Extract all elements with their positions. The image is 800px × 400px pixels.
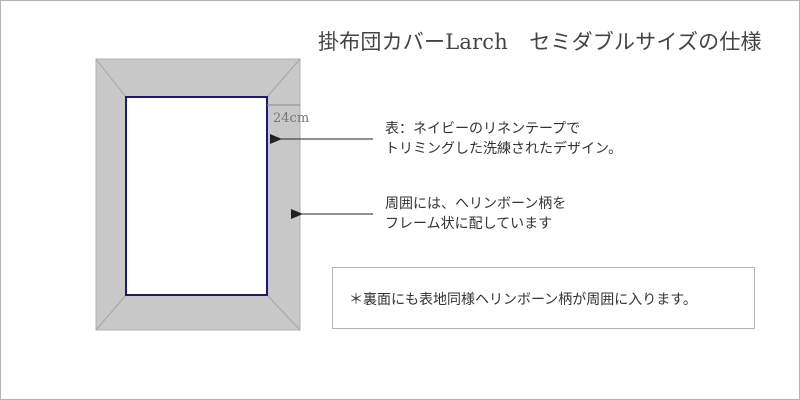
center-panel-note: 表：ネイビーのリネンテープで トリミングした洗練されたデザイン。 [385,119,622,159]
center-panel-note-line2: トリミングした洗練されたデザイン。 [385,141,623,157]
mitre-line-bottom-left [95,294,127,331]
border-width-label: 24cm [273,111,310,126]
border-note-line2: フレーム状に配しています [385,216,553,232]
mitre-line-top-right [266,58,301,98]
page-title: 掛布団カバーLarch セミダブルサイズの仕様 [318,30,762,54]
mitre-line-bottom-right [266,294,301,331]
border-note-line1: 周囲には、ヘリンボーン柄を [385,196,567,212]
footnote-text: ＊裏面にも表地同様ヘリンボーン柄が周囲に入ります。 [349,292,697,308]
center-panel-note-line1: 表：ネイビーのリネンテープで [385,121,581,137]
mitre-line-top-left [95,58,127,98]
border-note: 周囲には、ヘリンボーン柄を フレーム状に配しています [385,194,566,234]
footnote-box: ＊裏面にも表地同様ヘリンボーン柄が周囲に入ります。 [332,267,755,329]
linen-center-panel [125,96,268,296]
